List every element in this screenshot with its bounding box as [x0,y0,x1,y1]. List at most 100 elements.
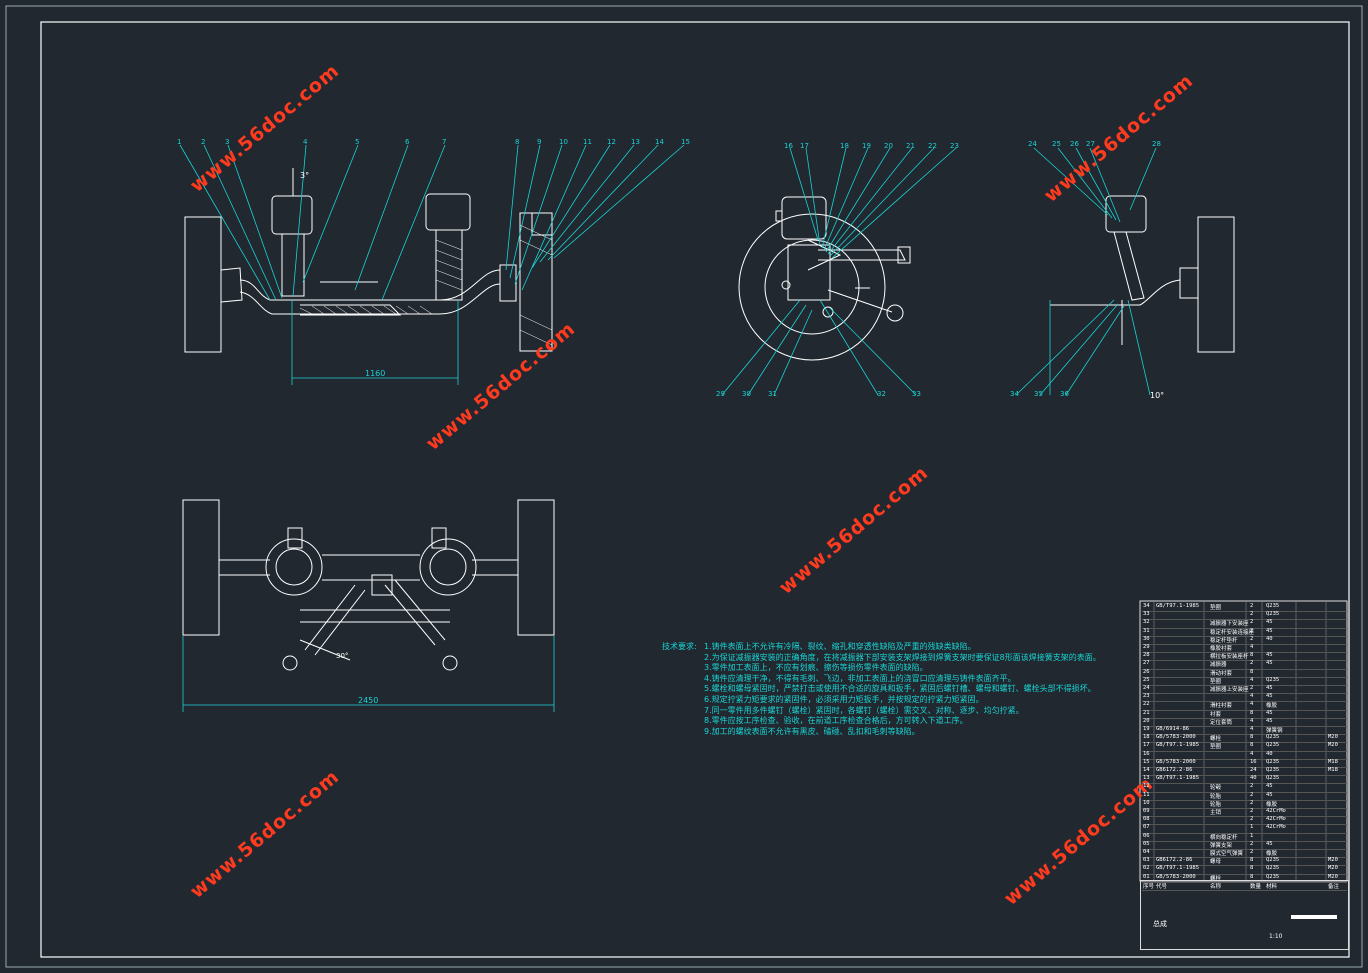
bom-cell-name: 稳定杆垫杆 [1210,637,1238,644]
bom-cell-name: 膜式空气弹簧 [1210,851,1244,857]
bom-cell-mat: 45 [1266,791,1273,798]
bom-cell-no: 30 [1143,635,1150,642]
bom-cell-no: 04 [1143,849,1150,855]
leader-label: 12 [607,138,616,146]
bom-cell-no: 29 [1143,644,1150,650]
bom-cell-name: 主销 [1210,810,1222,816]
side-view [738,196,911,361]
bom-cell-no: 03 [1143,857,1150,864]
bom-cell-qty: 2 [1250,685,1254,691]
title-block-scale: 1:10 [1269,933,1283,940]
leader-label: 21 [906,142,915,150]
note-item: 8.零件应按工序检查、验收，在前道工序检查合格后，方可转入下道工序。 [704,716,968,726]
bom-cell-name: 衬套 [1210,711,1222,718]
leader-label: 20 [884,142,893,150]
bom-cell-no: 23 [1143,693,1150,700]
bom-cell-qty: 2 [1250,849,1254,855]
bom-cell-no: 01 [1143,873,1150,880]
bom-cell-mat: 橡胶 [1266,801,1278,808]
bom-cell-qty: 2 [1250,808,1254,814]
note-item: 7.同一零件用多件螺钉（螺栓）紧固时，各螺钉（螺栓）需交叉、对称、逐步、均匀拧紧… [704,705,1024,715]
bom-cell-no: 15 [1143,758,1150,765]
leader-label: 5 [355,138,359,146]
bom-cell-no: 31 [1143,627,1150,634]
bom-cell-qty: 2 [1250,635,1254,642]
bom-cell-mat: Q235 [1266,676,1280,683]
leader-label: 28 [1152,140,1161,148]
leader-label: 1 [177,138,181,146]
note-item: 9.加工的螺纹表面不允许有黑皮、磕碰、乱扣和毛刺等缺陷。 [704,726,920,736]
bom-cell-mat: 40 [1266,750,1273,757]
dim-kingpin-angle: 3° [300,171,309,180]
bom-header-std: 代号 [1156,883,1168,890]
bom-cell-mat: 45 [1266,709,1273,716]
bom-cell-note: M18 [1328,758,1338,765]
bom-cell-mat: Q235 [1266,742,1280,749]
bom-cell-no: 06 [1143,832,1150,839]
bom-cell-mat: Q235 [1266,603,1280,609]
bom-cell-qty: 4 [1250,717,1254,724]
bom-cell-std: GB6172.2-86 [1156,767,1193,773]
bom-cell-qty: 8 [1250,709,1254,716]
bom-header-name: 名称 [1210,883,1222,890]
bom-cell-no: 34 [1143,603,1150,609]
bom-cell-no: 28 [1143,652,1150,659]
bom-row: 29 橡胶衬套 4 [1142,644,1347,654]
technical-notes: 技术要求:1.铸件表面上不允许有冷隔、裂纹、缩孔和穿透性缺陷及严重的残缺类缺陷。… [662,642,1132,737]
bom-cell-mat: Q235 [1266,865,1280,872]
bom-cell-name: 螺栓 [1210,736,1222,743]
bom-cell-qty: 1 [1250,832,1254,839]
bom-cell-qty: 8 [1250,857,1254,864]
bom-cell-qty: 4 [1250,726,1254,732]
bom-cell-name: 定位套筒 [1210,719,1233,726]
title-block-box [1291,915,1337,919]
bom-cell-mat: 42CrMo [1266,824,1286,831]
bom-cell-qty: 8 [1250,873,1254,880]
bom-cell-std: GB/T97.1-1985 [1156,775,1200,782]
title-block: 总成 1:10 [1140,880,1349,950]
leader-label: 14 [655,138,664,146]
bom-cell-mat: 橡胶 [1266,703,1278,710]
bom-cell-no: 07 [1143,824,1150,831]
bom-cell-qty: 4 [1250,644,1254,650]
bom-cell-no: 32 [1143,619,1150,626]
outer-border [5,5,1363,968]
bom-cell-note: M18 [1328,767,1338,773]
bom-cell-no: 26 [1143,668,1150,675]
plan-view [182,499,555,671]
bom-cell-note: M20 [1328,865,1338,872]
bom-cell-qty: 2 [1250,783,1254,790]
leader-label: 2 [201,138,205,146]
bom-cell-note: M20 [1328,734,1338,741]
bom-cell-mat: Q235 [1266,734,1280,741]
leader-label: 26 [1070,140,1079,148]
bom-cell-mat: 45 [1266,840,1273,847]
bom-cell-name: 弹簧支架 [1210,842,1233,849]
bom-columns [1153,601,1327,881]
bom-cell-qty: 40 [1250,775,1257,782]
bom-cell-qty: 2 [1250,603,1254,609]
bom-cell-note: M20 [1328,857,1338,864]
bom-cell-name: 橡胶衬套 [1210,646,1233,652]
leader-label: 34 [1010,390,1019,398]
bom-cell-qty: 8 [1250,668,1254,675]
bom-cell-name: 稳定杆安装连接座 [1210,629,1255,636]
leader-label: 27 [1086,140,1095,148]
side-view-leaders [721,147,957,396]
bom-cell-name: 螺母 [1210,859,1222,866]
leader-label: 11 [583,138,592,146]
dim-bar-angle: 30° [336,652,348,660]
bom-cell-mat: Q235 [1266,758,1280,765]
bom-cell-qty: 2 [1250,799,1254,806]
